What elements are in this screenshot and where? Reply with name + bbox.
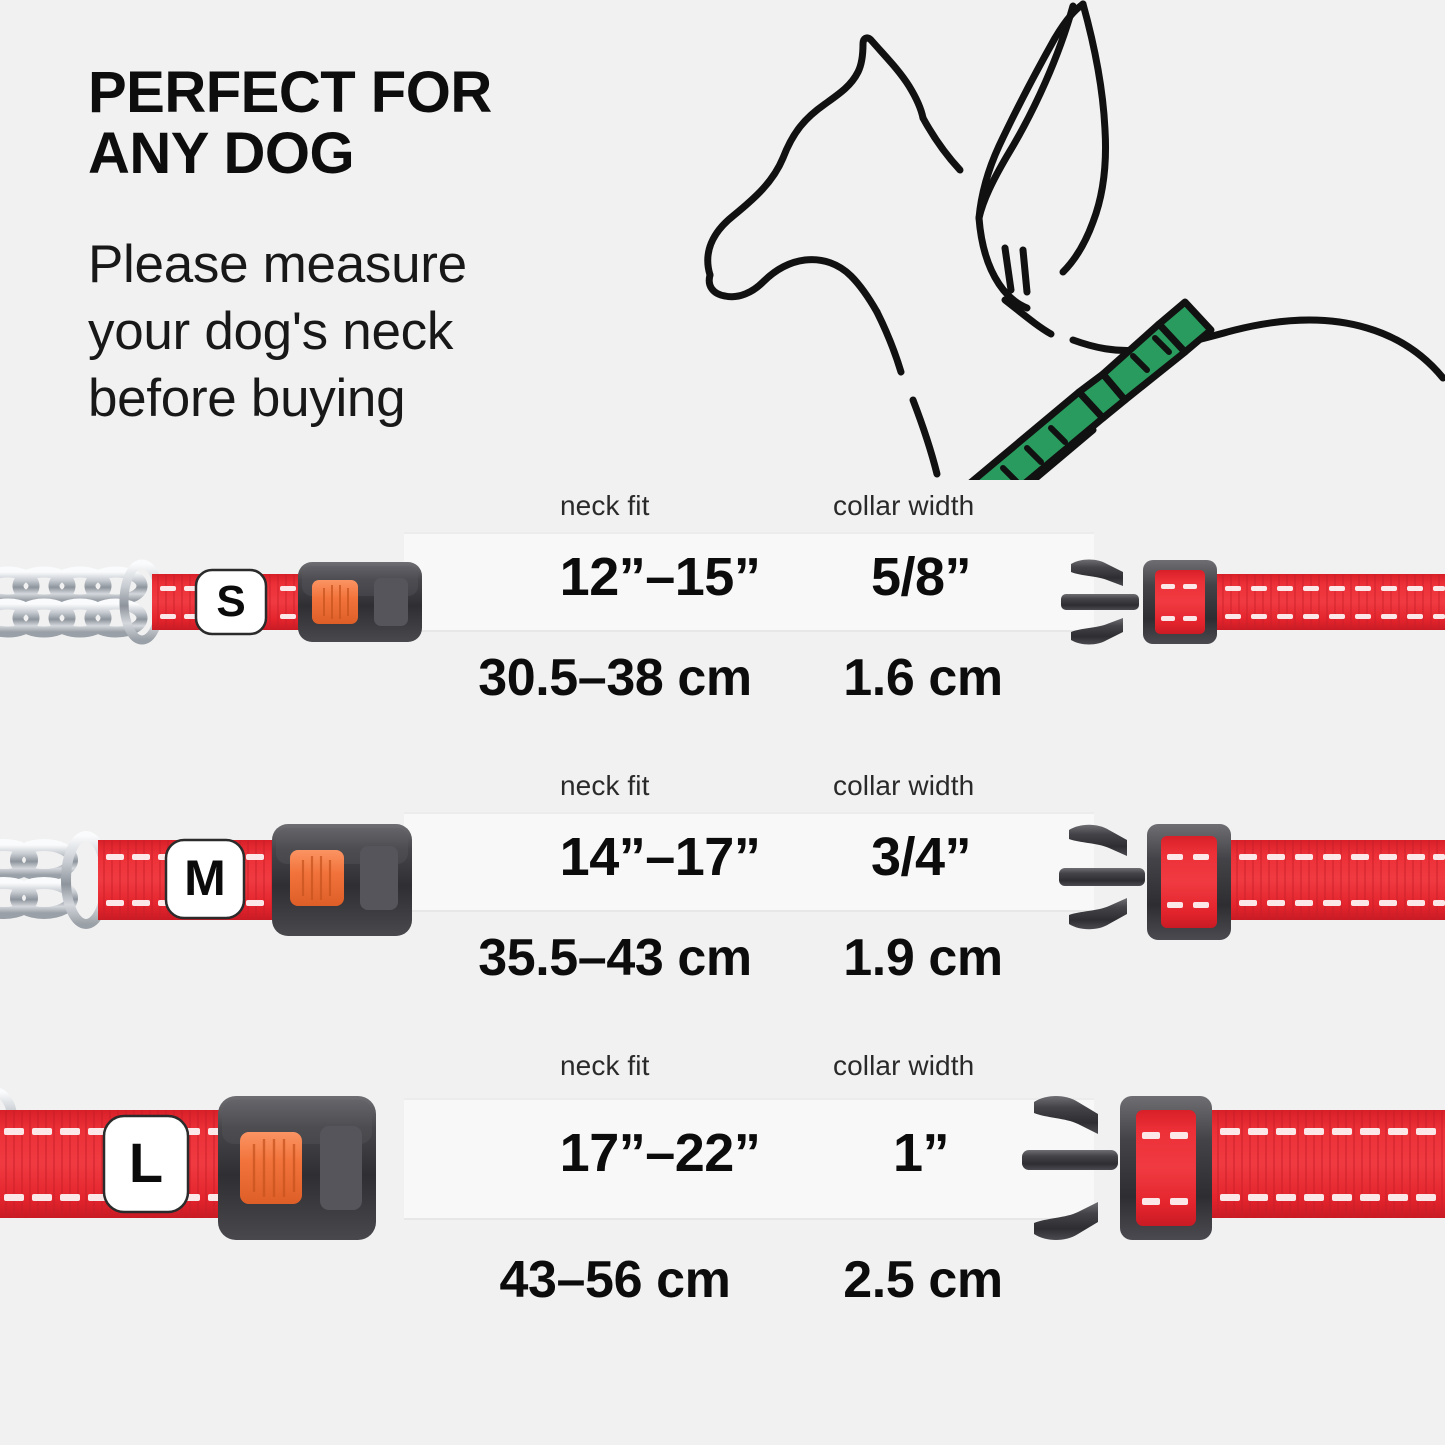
col-header-neck-fit: neck fit: [560, 770, 650, 801]
col-header-neck-fit: neck fit: [560, 1050, 650, 1081]
buckle-male-prongs: [1022, 1096, 1118, 1240]
value-collar-width-inches: 1”: [892, 1123, 950, 1183]
buckle-male-prongs: [1061, 559, 1139, 645]
value-collar-width-cm: 1.9 cm: [843, 929, 1003, 987]
chain-links: [0, 559, 165, 645]
strap-band-edge-top: [404, 532, 1094, 534]
svg-text:M: M: [184, 850, 226, 906]
value-collar-width-cm: 2.5 cm: [843, 1251, 1003, 1309]
svg-text:L: L: [129, 1131, 163, 1194]
size-row-s: neck fit collar width 12”–15” 5/8” 30.5–…: [0, 490, 1445, 780]
value-collar-width-inches: 5/8”: [870, 547, 972, 607]
value-neck-fit-cm: 35.5–43 cm: [478, 929, 752, 987]
buckle-slider: [1147, 824, 1231, 940]
page-title-line2: ANY DOG: [88, 121, 355, 187]
chain-links: [0, 831, 111, 929]
buckle-female: [298, 562, 422, 642]
size-badge: M: [164, 838, 246, 920]
collar-left-end-s: S: [0, 542, 440, 667]
buckle-slider: [1120, 1096, 1212, 1240]
strap-band-edge-bottom: [404, 910, 1094, 912]
page-subtitle-line3: before buying: [88, 368, 406, 428]
col-header-neck-fit: neck fit: [560, 490, 650, 521]
collar-right-end-s: [1055, 542, 1445, 667]
value-collar-width-cm: 1.6 cm: [843, 649, 1003, 707]
page-title: PERFECT FOR ANY DOG: [88, 62, 558, 185]
collar-left-end-l: L: [0, 1088, 440, 1253]
svg-text:S: S: [216, 577, 245, 626]
buckle-slider: [1143, 560, 1217, 644]
strap-band-edge-top: [404, 1098, 1094, 1100]
strap-band: [404, 1098, 1094, 1220]
value-neck-fit-inches: 17”–22”: [559, 1123, 761, 1183]
size-row-m: neck fit collar width 14”–17” 3/4” 35.5–…: [0, 770, 1445, 1060]
col-header-collar-width: collar width: [833, 490, 975, 521]
strap-band: [404, 532, 1094, 632]
strap-band-edge-top: [404, 812, 1094, 814]
size-row-l: neck fit collar width 17”–22” 1” 43–56 c…: [0, 1050, 1445, 1390]
col-header-collar-width: collar width: [833, 770, 975, 801]
value-neck-fit-inches: 12”–15”: [559, 547, 761, 607]
value-neck-fit-cm: 43–56 cm: [499, 1251, 731, 1309]
size-badge: L: [102, 1114, 190, 1214]
buckle-male-prongs: [1059, 824, 1145, 930]
collar-right-end-m: [1055, 812, 1445, 957]
collar-right-end-l: [1020, 1088, 1445, 1253]
strap-band: [404, 812, 1094, 912]
buckle-female: [218, 1096, 376, 1240]
page-subtitle: Please measure your dog's neck before bu…: [88, 232, 518, 432]
value-neck-fit-cm: 30.5–38 cm: [478, 649, 752, 707]
strap-band-edge-bottom: [404, 630, 1094, 632]
strap-band-edge-bottom: [404, 1218, 1094, 1220]
value-collar-width-inches: 3/4”: [870, 827, 972, 887]
size-badge: S: [194, 568, 268, 636]
buckle-female: [272, 824, 412, 936]
dog-measuring-illustration: [655, 0, 1445, 586]
collar-left-end-m: M: [0, 812, 440, 957]
page-title-line1: PERFECT FOR: [88, 60, 492, 125]
page-subtitle-line2: your dog's neck: [88, 301, 454, 361]
col-header-collar-width: collar width: [833, 1050, 975, 1081]
value-neck-fit-inches: 14”–17”: [559, 827, 761, 887]
page-subtitle-line1: Please measure: [88, 235, 467, 294]
